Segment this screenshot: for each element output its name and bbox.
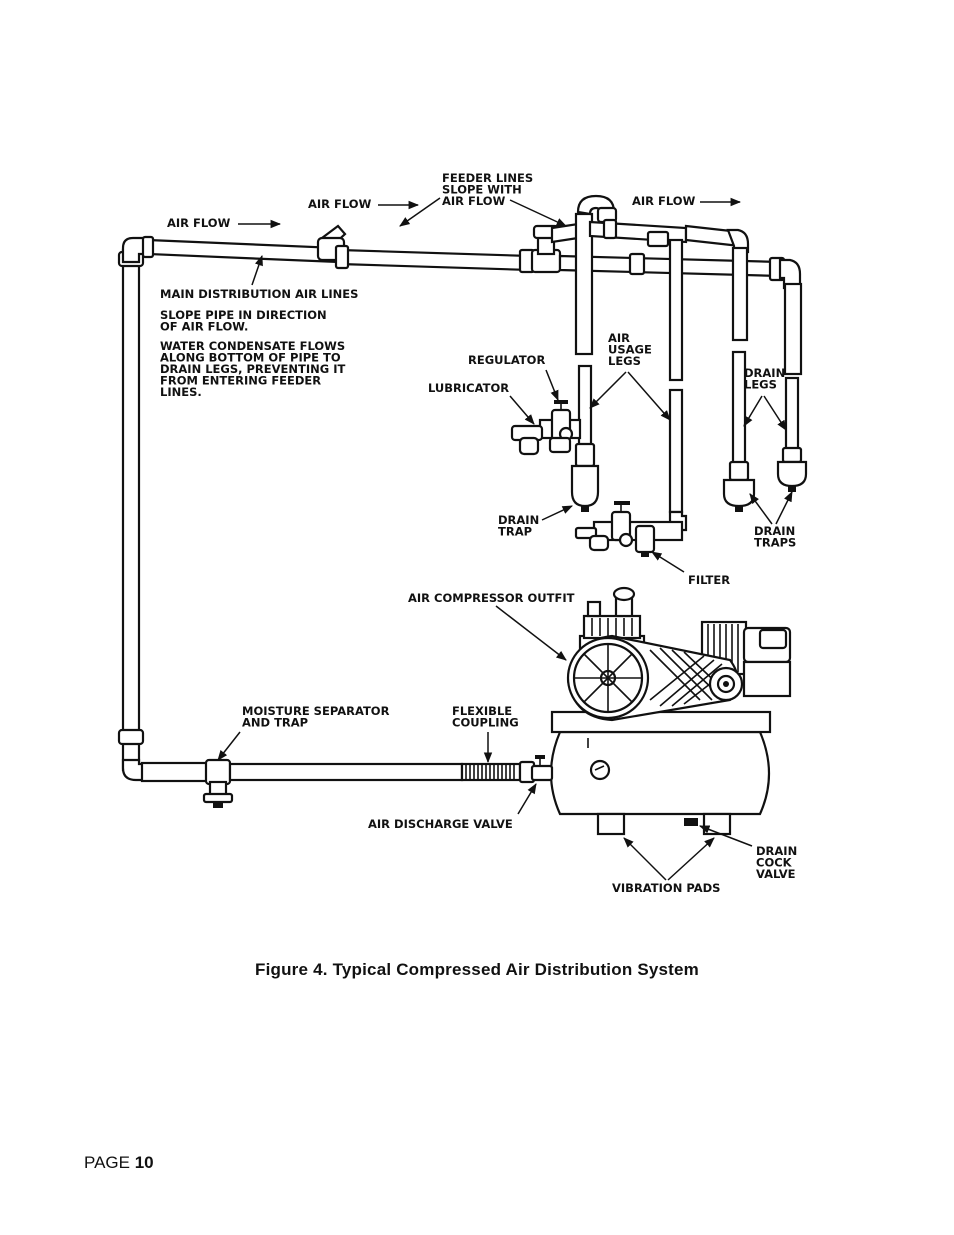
drain-trap-label: DRAIN TRAP bbox=[498, 513, 543, 539]
air-flow-label-right: AIR FLOW bbox=[632, 194, 696, 208]
vibration-pads-label: VIBRATION PADS bbox=[612, 881, 720, 895]
main-distribution-label: MAIN DISTRIBUTION AIR LINES bbox=[160, 287, 358, 301]
filter-unit bbox=[574, 501, 684, 557]
compressor-outfit-label: AIR COMPRESSOR OUTFIT bbox=[408, 591, 575, 605]
air-compressor-outfit bbox=[549, 586, 792, 836]
feeder-lines bbox=[532, 194, 750, 382]
air-flow-arrows bbox=[238, 197, 742, 229]
drain-trap-right bbox=[776, 446, 808, 492]
discharge-valve-label: AIR DISCHARGE VALVE bbox=[368, 817, 513, 831]
moisture-separator-label: MOISTURE SEPARATOR AND TRAP bbox=[242, 704, 393, 730]
diagram-labels: FEEDER LINES SLOPE WITH AIR FLOW AIR FLO… bbox=[160, 171, 801, 895]
air-usage-legs-label: AIR USAGE LEGS bbox=[608, 331, 656, 368]
discharge-line bbox=[121, 755, 554, 808]
page-number: 10 bbox=[134, 1153, 154, 1172]
lubricator-label: LUBRICATOR bbox=[428, 381, 509, 395]
air-flow-label-left: AIR FLOW bbox=[167, 216, 231, 230]
flexible-coupling-label: FLEXIBLE COUPLING bbox=[452, 704, 519, 730]
drain-trap-usage bbox=[570, 442, 600, 512]
drain-traps-label: DRAIN TRAPS bbox=[754, 524, 799, 550]
leader-lines bbox=[217, 197, 793, 881]
slope-note: SLOPE PIPE IN DIRECTION OF AIR FLOW. bbox=[160, 308, 331, 334]
page-label: PAGE bbox=[84, 1153, 130, 1172]
figure-caption: Figure 4. Typical Compressed Air Distrib… bbox=[255, 960, 699, 979]
filter-label: FILTER bbox=[688, 573, 730, 587]
drain-cock-label: DRAIN COCK VALVE bbox=[756, 844, 801, 881]
drain-legs-label: DRAIN LEGS bbox=[744, 366, 789, 392]
page-footer: PAGE 10 bbox=[84, 1153, 154, 1173]
drain-trap-left bbox=[722, 460, 756, 512]
regulator-label: REGULATOR bbox=[468, 353, 545, 367]
main-distribution-pipe bbox=[117, 224, 803, 772]
regulator-lubricator-unit bbox=[510, 400, 582, 456]
condensate-note: WATER CONDENSATE FLOWS ALONG BOTTOM OF P… bbox=[160, 339, 349, 399]
air-flow-label-upper: AIR FLOW bbox=[308, 197, 372, 211]
feeder-lines-label: FEEDER LINES SLOPE WITH AIR FLOW bbox=[442, 171, 537, 208]
